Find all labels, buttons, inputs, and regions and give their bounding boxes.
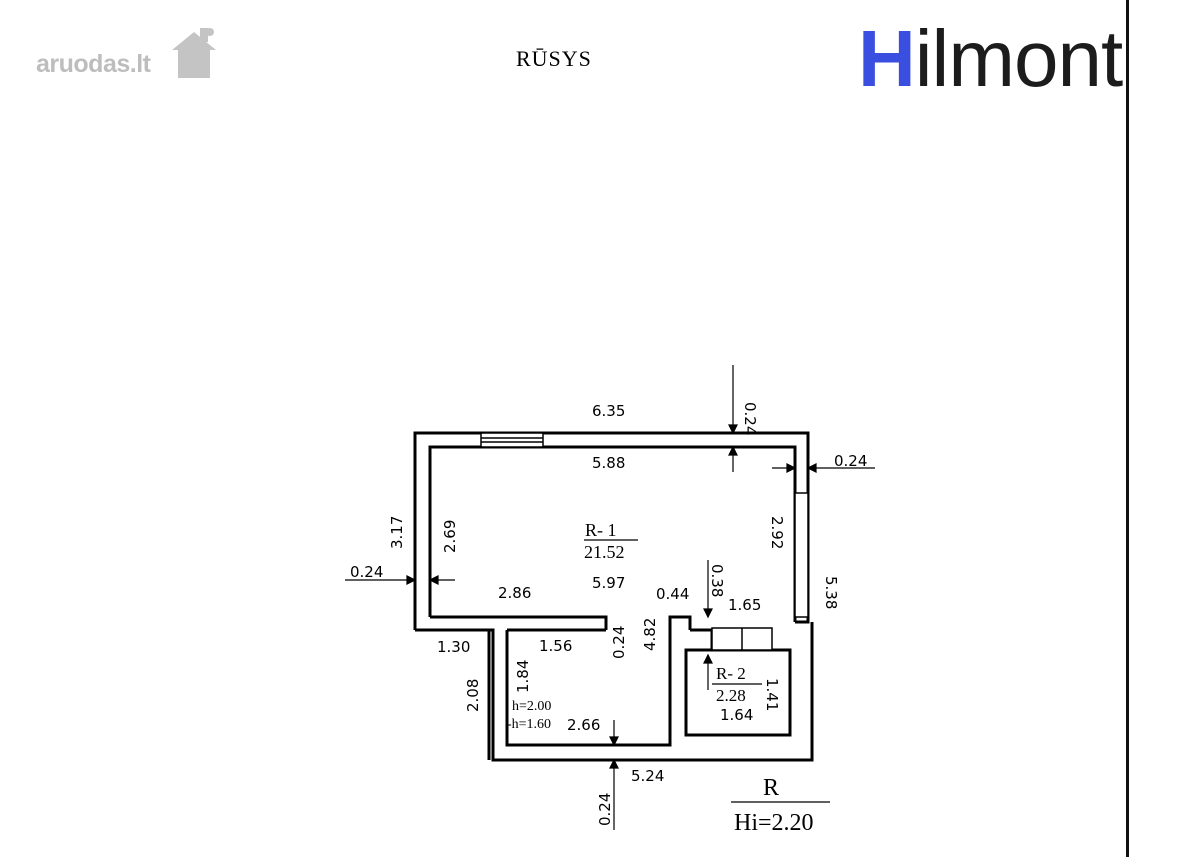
room-r1-area: 21.52 xyxy=(584,542,625,562)
dim-2-92: 2.92 xyxy=(768,516,786,549)
dim-1-41: 1.41 xyxy=(763,678,781,711)
room-r2-area: 2.28 xyxy=(716,686,746,705)
dim-0-24-left: 0.24 xyxy=(350,563,383,581)
dim-5-88: 5.88 xyxy=(592,454,625,472)
dim-0-24-bottom: 0.24 xyxy=(596,793,614,826)
height-h2: -h=1.60 xyxy=(507,717,551,732)
dim-4-82: 4.82 xyxy=(641,618,659,651)
dim-5-97: 5.97 xyxy=(592,574,625,592)
dim-0-24-right: 0.24 xyxy=(834,452,867,470)
dim-1-30: 1.30 xyxy=(437,638,470,656)
dim-0-38: 0.38 xyxy=(708,564,726,597)
outer-wall xyxy=(413,431,810,630)
room-r1-label: R- 1 xyxy=(585,520,617,540)
watermark-text: aruodas.lt xyxy=(36,50,151,78)
legend-hi: Hi=2.20 xyxy=(734,810,814,836)
dim-6-35: 6.35 xyxy=(592,402,625,420)
dim-0-24-mid: 0.24 xyxy=(610,626,628,659)
dim-0-24-top: 0.24 xyxy=(741,402,759,435)
height-h: h=2.00 xyxy=(512,699,551,714)
dim-1-65: 1.65 xyxy=(728,596,761,614)
dim-5-24: 5.24 xyxy=(631,767,664,785)
dim-0-44: 0.44 xyxy=(656,585,689,603)
window-top xyxy=(480,432,544,448)
page-border-line xyxy=(1126,0,1129,857)
dim-1-64: 1.64 xyxy=(720,706,753,724)
page-title: RŪSYS xyxy=(516,46,592,71)
window-right xyxy=(794,492,809,618)
dim-1-84: 1.84 xyxy=(514,660,532,693)
house-icon xyxy=(172,28,216,78)
aruodas-watermark: aruodas.lt xyxy=(36,26,216,86)
door-r2 xyxy=(711,627,773,651)
dim-2-69: 2.69 xyxy=(441,520,459,553)
dim-2-86: 2.86 xyxy=(498,584,531,602)
dim-1-56: 1.56 xyxy=(539,637,572,655)
dim-5-38: 5.38 xyxy=(822,576,840,609)
room-r2-label: R- 2 xyxy=(716,664,746,683)
dim-2-08: 2.08 xyxy=(464,679,482,712)
dim-2-66: 2.66 xyxy=(567,716,600,734)
dim-3-17: 3.17 xyxy=(388,516,406,549)
legend-r: R xyxy=(763,775,779,801)
hilmont-logo: Hilmont xyxy=(858,14,1123,103)
